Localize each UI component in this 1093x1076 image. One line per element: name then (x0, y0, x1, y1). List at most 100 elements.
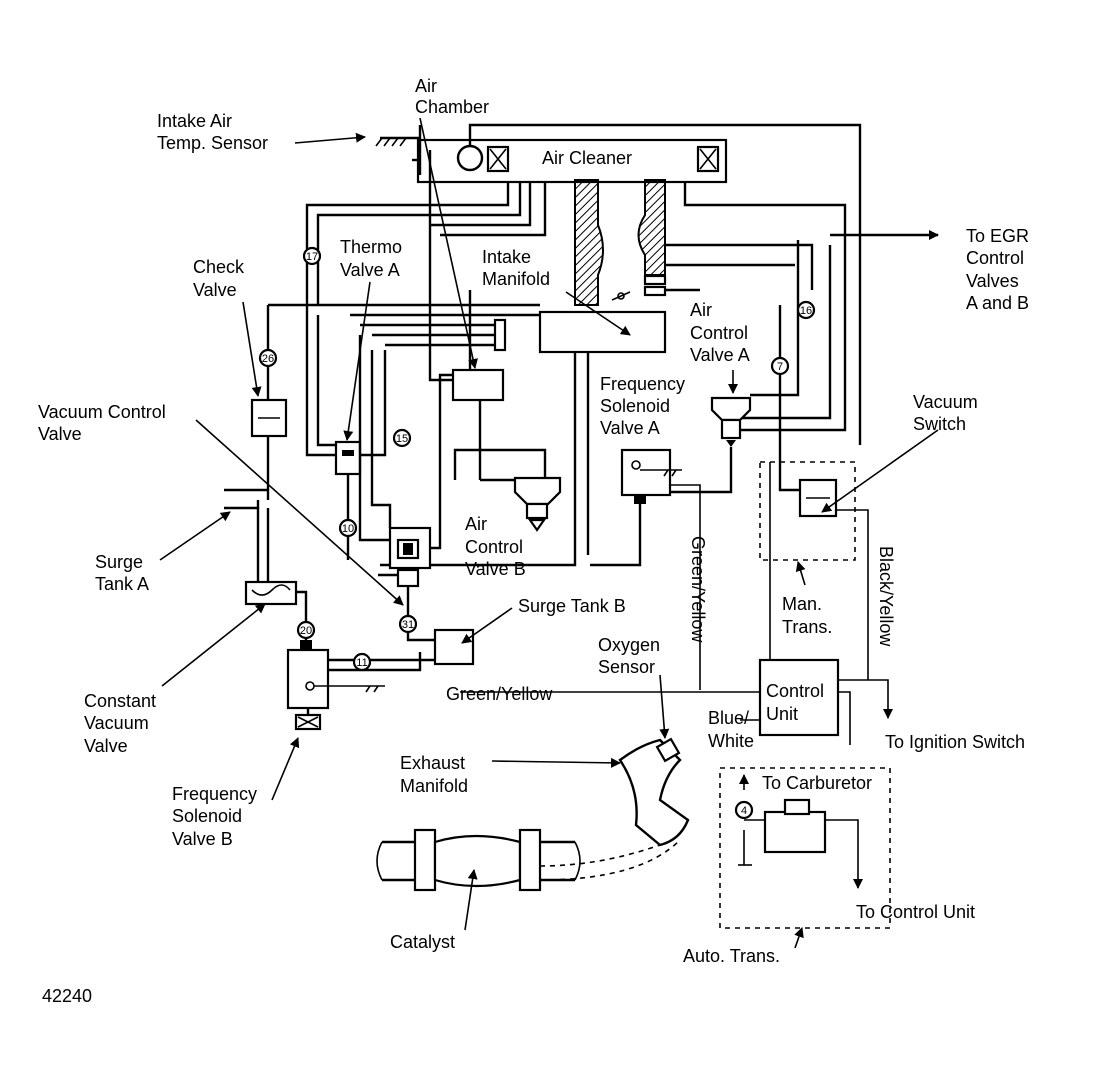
svg-text:Intake Air: Intake Air (157, 111, 232, 131)
carburetor-throat (574, 179, 667, 306)
label-frequency-solenoid-valve-b: Frequency Solenoid Valve B (172, 784, 257, 849)
svg-text:Solenoid: Solenoid (600, 396, 670, 416)
svg-text:Air: Air (690, 300, 712, 320)
surge-tank-a (224, 488, 270, 582)
label-blue-white: Blue/ White (708, 708, 754, 751)
auto-trans-inset (719, 767, 891, 929)
center-valve (428, 150, 505, 480)
svg-text:Check: Check (193, 257, 245, 277)
svg-text:7: 7 (777, 361, 783, 373)
intake-air-temp-sensor (375, 125, 422, 175)
svg-text:Man.: Man. (782, 594, 822, 614)
svg-text:Control: Control (766, 681, 824, 701)
label-surge-tank-b: Surge Tank B (518, 596, 626, 616)
svg-text:Switch: Switch (913, 414, 966, 434)
label-constant-vacuum-valve: Constant Vacuum Valve (84, 691, 156, 756)
svg-text:Air: Air (415, 76, 437, 96)
svg-text:Valve: Valve (193, 280, 237, 300)
check-valve (250, 398, 288, 490)
label-air-control-valve-b: Air Control Valve B (465, 514, 526, 579)
air-control-valve-a (645, 396, 752, 494)
air-control-valve-b (453, 448, 562, 532)
label-to-ignition-switch: To Ignition Switch (885, 732, 1025, 752)
svg-text:17: 17 (306, 251, 318, 263)
label-exhaust-manifold: Exhaust Manifold (400, 753, 468, 796)
svg-text:Surge: Surge (95, 552, 143, 572)
label-to-control-unit: To Control Unit (856, 902, 975, 922)
svg-text:Valves: Valves (966, 271, 1019, 291)
svg-text:Constant: Constant (84, 691, 156, 711)
svg-text:Frequency: Frequency (172, 784, 257, 804)
svg-text:To EGR: To EGR (966, 226, 1029, 246)
hose-31-marker: 31 (398, 614, 418, 634)
svg-text:Chamber: Chamber (415, 97, 489, 117)
label-black-yellow-vertical: Black/Yellow (876, 546, 896, 647)
svg-text:Tank A: Tank A (95, 574, 149, 594)
label-air-control-valve-a: Air Control Valve A (690, 300, 750, 365)
svg-text:White: White (708, 731, 754, 751)
label-check-valve: Check Valve (193, 257, 245, 300)
control-unit (460, 658, 893, 745)
label-man-trans: Man. Trans. (782, 594, 832, 637)
svg-text:Valve B: Valve B (172, 829, 233, 849)
svg-text:Control: Control (465, 537, 523, 557)
hose-bundle (266, 182, 939, 492)
label-air-cleaner: Air Cleaner (542, 148, 632, 168)
label-green-yellow-horizontal: Green/Yellow (446, 684, 553, 704)
hose-7-marker: 7 (770, 356, 790, 376)
svg-text:Sensor: Sensor (598, 657, 655, 677)
label-surge-tank-a: Surge Tank A (95, 552, 149, 594)
figure-number: 42240 (42, 986, 92, 1006)
svg-text:Solenoid: Solenoid (172, 806, 242, 826)
hose-10-marker: 10 (338, 518, 358, 538)
svg-text:31: 31 (402, 619, 414, 631)
thermo-valve-a (334, 350, 387, 560)
svg-text:Frequency: Frequency (600, 374, 685, 394)
svg-text:Valve B: Valve B (465, 559, 526, 579)
exhaust-manifold (539, 737, 690, 881)
svg-text:26: 26 (262, 353, 274, 365)
svg-text:Blue/: Blue/ (708, 708, 749, 728)
intake-manifold (380, 310, 667, 567)
label-air-chamber: Air Chamber (415, 76, 489, 117)
hose-26-marker: 26 (258, 348, 278, 368)
svg-text:4: 4 (741, 805, 747, 817)
svg-text:Unit: Unit (766, 704, 798, 724)
label-catalyst: Catalyst (390, 932, 455, 952)
hose-11-marker: 11 (352, 652, 372, 672)
svg-text:A and B: A and B (966, 293, 1029, 313)
label-vacuum-switch: Vacuum Switch (913, 392, 978, 434)
svg-text:Manifold: Manifold (400, 776, 468, 796)
hose-17-marker: 17 (302, 246, 322, 266)
label-vacuum-control-valve: Vacuum Control Valve (38, 402, 166, 444)
leader-arrows (159, 117, 939, 949)
svg-text:Valve A: Valve A (340, 260, 400, 280)
svg-text:Air: Air (465, 514, 487, 534)
svg-text:Vacuum Control: Vacuum Control (38, 402, 166, 422)
svg-text:Manifold: Manifold (482, 269, 550, 289)
svg-text:16: 16 (800, 305, 812, 317)
svg-text:Control: Control (690, 323, 748, 343)
svg-text:10: 10 (342, 523, 354, 535)
vacuum-control-valve (358, 335, 453, 625)
air-chamber (456, 123, 862, 445)
svg-text:11: 11 (356, 657, 367, 669)
constant-vacuum-valve (244, 580, 308, 625)
label-auto-trans: Auto. Trans. (683, 946, 780, 966)
label-control-unit: Control Unit (766, 681, 824, 724)
label-to-egr-control-valves: To EGR Control Valves A and B (966, 226, 1029, 313)
svg-text:15: 15 (396, 433, 408, 445)
svg-text:Valve A: Valve A (690, 345, 750, 365)
svg-text:Vacuum: Vacuum (913, 392, 978, 412)
vacuum-switch (759, 461, 869, 680)
svg-text:Oxygen: Oxygen (598, 635, 660, 655)
label-oxygen-sensor: Oxygen Sensor (598, 635, 660, 677)
svg-text:Intake: Intake (482, 247, 531, 267)
svg-text:Trans.: Trans. (782, 617, 832, 637)
label-intake-air-temp-sensor: Intake Air Temp. Sensor (157, 111, 268, 153)
hose-16-marker: 16 (796, 300, 816, 320)
label-thermo-valve-a: Thermo Valve A (340, 237, 402, 280)
svg-text:Exhaust: Exhaust (400, 753, 465, 773)
svg-text:Thermo: Thermo (340, 237, 402, 257)
